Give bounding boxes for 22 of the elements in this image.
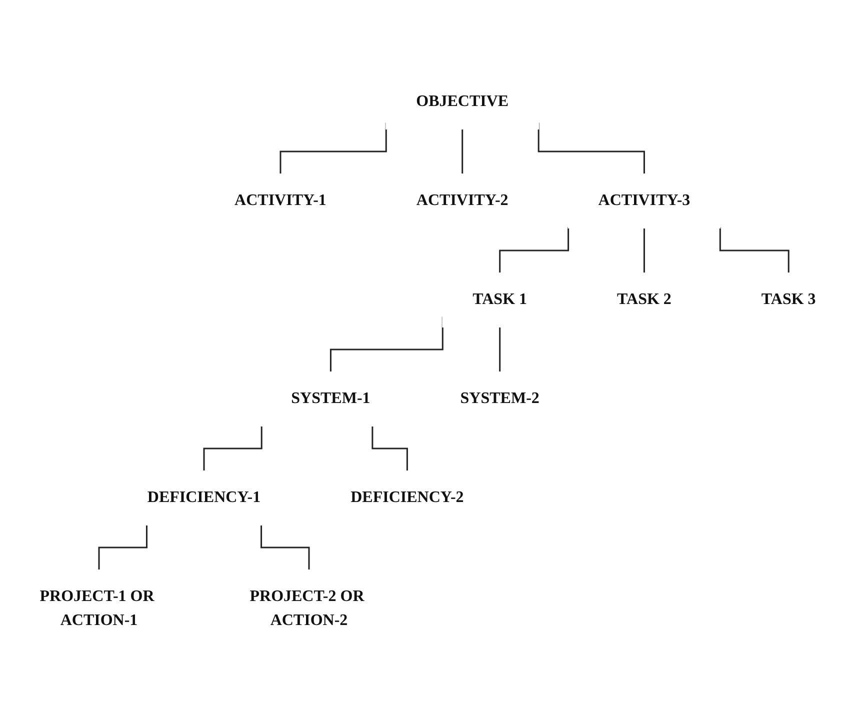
connector [644, 228, 646, 274]
connector [499, 326, 501, 372]
connector [260, 524, 310, 570]
connector [203, 426, 262, 472]
connector [499, 226, 570, 274]
connector [720, 226, 790, 274]
node-text: OBJECTIVE [416, 92, 509, 110]
connector [462, 128, 464, 174]
node-text: SYSTEM-1 [291, 389, 370, 406]
node-text: SYSTEM-2 [460, 389, 540, 406]
node-text: ACTIVITY-2 [416, 191, 508, 208]
node-text: TASK 1 [472, 290, 528, 308]
node-text: TASK 3 [762, 290, 816, 308]
node-text: ACTIVITY-3 [598, 191, 690, 208]
node-text: DEFICIENCY-2 [350, 488, 464, 506]
node-text: TASK 2 [617, 290, 672, 308]
connector [98, 524, 148, 570]
node-text: ACTIVITY-1 [234, 191, 327, 208]
node-text: PROJECT-2 OR ACTION-2 [250, 587, 364, 628]
node-text: DEFICIENCY-1 [147, 488, 261, 506]
node-text: PROJECT-1 OR ACTION-1 [40, 587, 154, 628]
connector [372, 426, 408, 472]
